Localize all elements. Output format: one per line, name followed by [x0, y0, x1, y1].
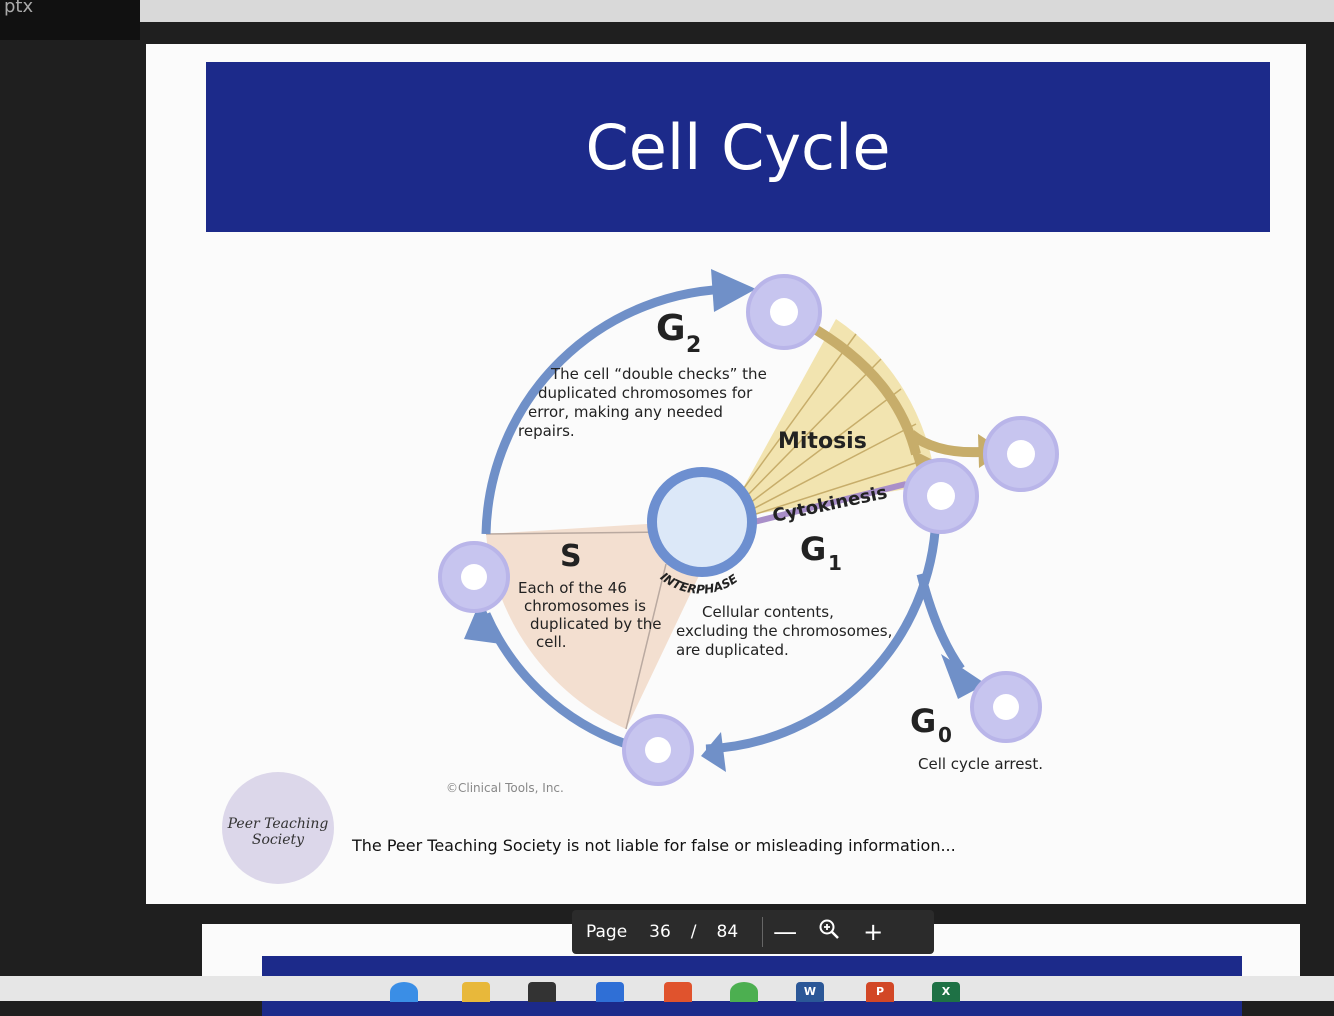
- word-icon[interactable]: W: [796, 982, 824, 1002]
- g1-subscript: 1: [828, 551, 842, 575]
- g1-label: G: [800, 530, 826, 568]
- disclaimer-text: The Peer Teaching Society is not liable …: [352, 836, 956, 855]
- zoom-in-button[interactable]: +: [863, 918, 884, 946]
- s-phase-sector: [486, 519, 726, 729]
- powerpoint-icon[interactable]: P: [866, 982, 894, 1002]
- page-separator: /: [690, 922, 697, 942]
- copyright-note: ©Clinical Tools, Inc.: [446, 781, 564, 795]
- g0-subscript: 0: [938, 723, 952, 747]
- g0-arrowhead: [941, 654, 986, 699]
- current-page-input[interactable]: 36: [649, 922, 671, 942]
- svg-text:excluding the chromosomes,: excluding the chromosomes,: [676, 622, 892, 640]
- title-banner: Cell Cycle: [206, 62, 1270, 232]
- pdf-page-toolbar: Page 36 / 84 — +: [572, 910, 934, 954]
- g2-description: The cell “double checks” the duplicated …: [518, 365, 767, 440]
- cell-s-start: [438, 541, 510, 613]
- g2-subscript: 2: [686, 333, 701, 358]
- page-label: Page: [586, 922, 628, 942]
- cycle-ring-g1: [705, 503, 941, 754]
- window-top-strip: [140, 0, 1334, 22]
- g0-label: G: [910, 702, 936, 740]
- interphase-ring: [647, 467, 757, 577]
- mitosis-arrow-branch: [907, 429, 982, 458]
- zoom-icon[interactable]: [807, 918, 851, 946]
- taskbar: W P X: [0, 976, 1334, 1002]
- chrome-icon[interactable]: [730, 982, 758, 1002]
- svg-text:are duplicated.: are duplicated.: [676, 641, 789, 659]
- svg-text:Cellular contents,: Cellular contents,: [702, 603, 834, 621]
- cell-g1-start: [622, 714, 694, 786]
- cell-daughter-1: [903, 458, 979, 534]
- svg-text:repairs.: repairs.: [518, 422, 575, 440]
- g1-description: Cellular contents, excluding the chromos…: [676, 603, 892, 659]
- mitosis-sector: [726, 319, 936, 519]
- folder-icon[interactable]: [462, 982, 490, 1002]
- s-g1-divider: [625, 563, 667, 730]
- svg-text:cell.: cell.: [536, 633, 567, 651]
- cell-g0: [970, 671, 1042, 743]
- svg-text:duplicated chromosomes for: duplicated chromosomes for: [538, 384, 753, 402]
- g2-arrowhead: [711, 269, 756, 312]
- total-pages: 84: [716, 922, 739, 942]
- mitosis-rays: [735, 333, 929, 515]
- svg-text:The cell “double checks” the: The cell “double checks” the: [550, 365, 767, 383]
- tab-fragment: ptx: [4, 0, 34, 17]
- cell-g2-end: [746, 274, 822, 350]
- logo-signature: Peer Teaching Society: [227, 816, 329, 848]
- s-description: Each of the 46 chromosomes is duplicated…: [518, 579, 662, 651]
- magnifier-icon: [819, 919, 840, 939]
- edge-icon[interactable]: [390, 982, 418, 1002]
- svg-text:duplicated by the: duplicated by the: [530, 615, 662, 633]
- mail-icon[interactable]: [596, 982, 624, 1002]
- mitosis-label: Mitosis: [778, 429, 867, 454]
- cell-daughter-2: [983, 416, 1059, 492]
- peer-teaching-society-logo: [222, 772, 334, 884]
- g2-s-divider: [485, 531, 667, 535]
- slide-title: Cell Cycle: [585, 110, 891, 184]
- toolbar-divider: [762, 917, 764, 947]
- cycle-ring-g2: [481, 284, 737, 535]
- zoom-out-button[interactable]: —: [773, 918, 798, 946]
- g2-label: G: [656, 308, 686, 349]
- excel-icon[interactable]: X: [932, 982, 960, 1002]
- g0-branch: [916, 572, 965, 672]
- s-arrowhead: [464, 599, 501, 644]
- svg-text:chromosomes is: chromosomes is: [524, 597, 646, 615]
- s-label: S: [560, 539, 582, 574]
- g1-arrowhead: [701, 732, 726, 772]
- pdf-page: Cell Cycle: [146, 44, 1306, 904]
- svg-text:Each of the 46: Each of the 46: [518, 579, 627, 597]
- cytokinesis-line: [753, 481, 907, 525]
- office-icon[interactable]: [664, 982, 692, 1002]
- svg-text:error, making any needed: error, making any needed: [528, 403, 723, 421]
- cell-cycle-diagram: INTERPHASE G 2 The c: [438, 269, 1059, 795]
- g0-description: Cell cycle arrest.: [918, 755, 1043, 773]
- store-icon[interactable]: [528, 982, 556, 1002]
- window-corner: ptx: [0, 0, 140, 40]
